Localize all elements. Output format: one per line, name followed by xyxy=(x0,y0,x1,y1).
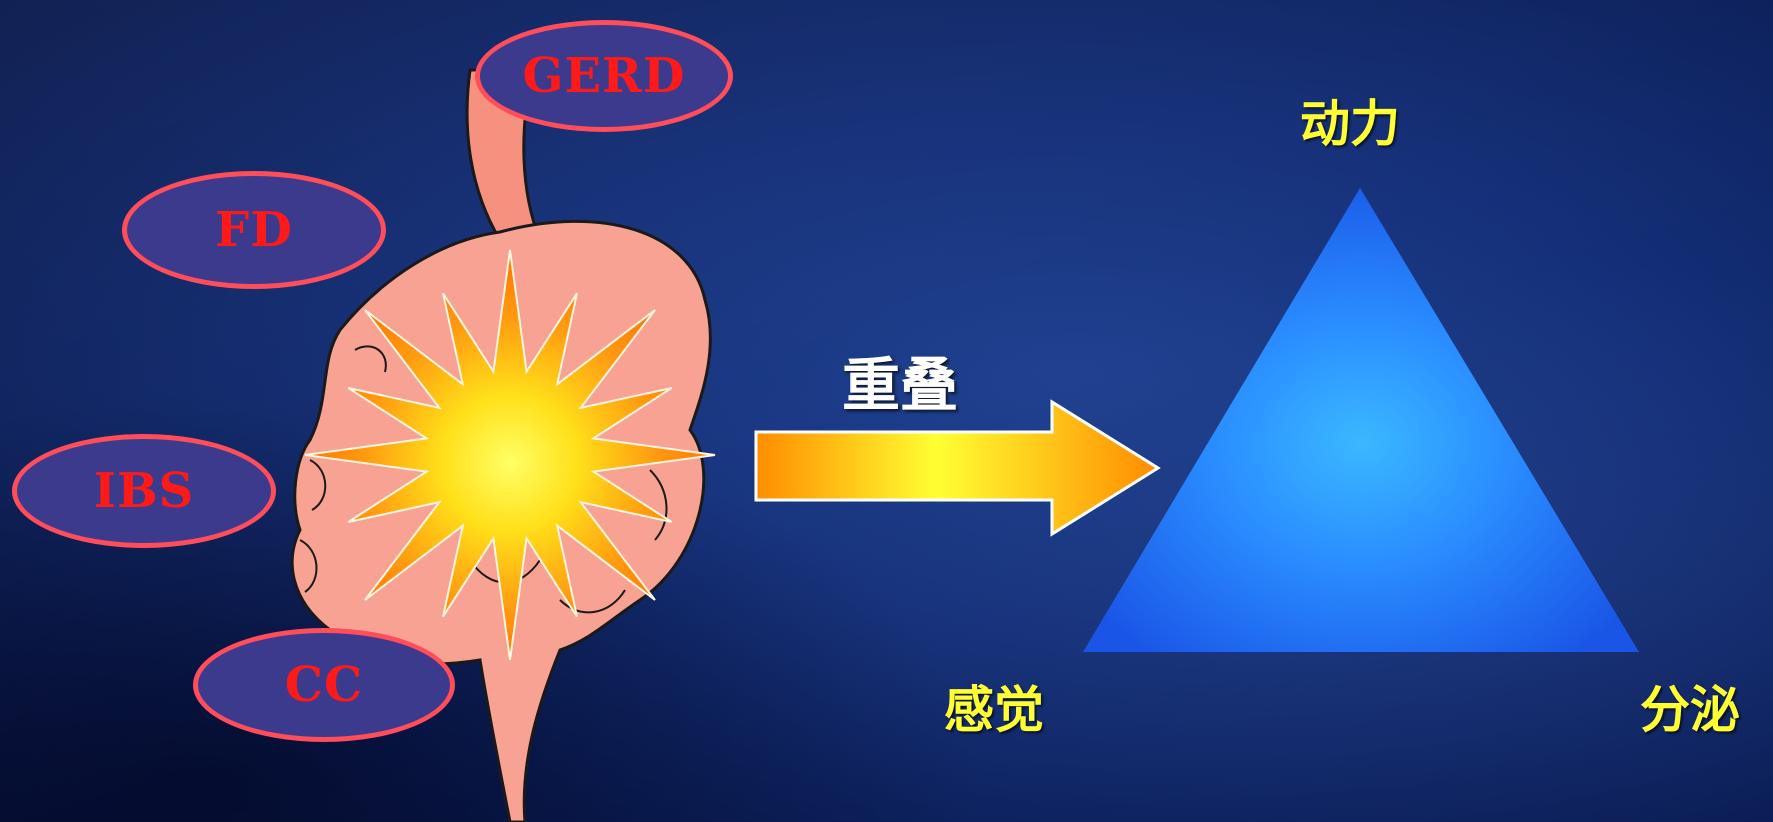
vertex-top-label: 动力 xyxy=(1300,95,1400,153)
gerd-oval: GERD xyxy=(475,20,733,132)
gerd-label: GERD xyxy=(522,48,686,104)
intestine-line-2 xyxy=(299,539,318,593)
mechanism-triangle xyxy=(1083,188,1639,652)
ibs-oval: IBS xyxy=(12,434,276,548)
vertex-bottom-left-label: 感觉 xyxy=(944,681,1044,739)
ibs-label: IBS xyxy=(93,463,195,519)
overlap-arrow xyxy=(754,399,1161,537)
overlap-label: 重叠 xyxy=(842,351,959,419)
intestine-line-4 xyxy=(559,589,626,614)
cc-oval: CC xyxy=(193,628,455,742)
cc-label: CC xyxy=(284,657,364,713)
starburst xyxy=(304,249,716,661)
vertex-bottom-right-label: 分泌 xyxy=(1640,681,1740,739)
intestine-line-5 xyxy=(649,469,668,541)
intestine-line-1 xyxy=(309,459,327,511)
fd-oval: FD xyxy=(122,171,386,289)
intestine-line-6 xyxy=(354,345,387,373)
fd-label: FD xyxy=(215,202,293,258)
